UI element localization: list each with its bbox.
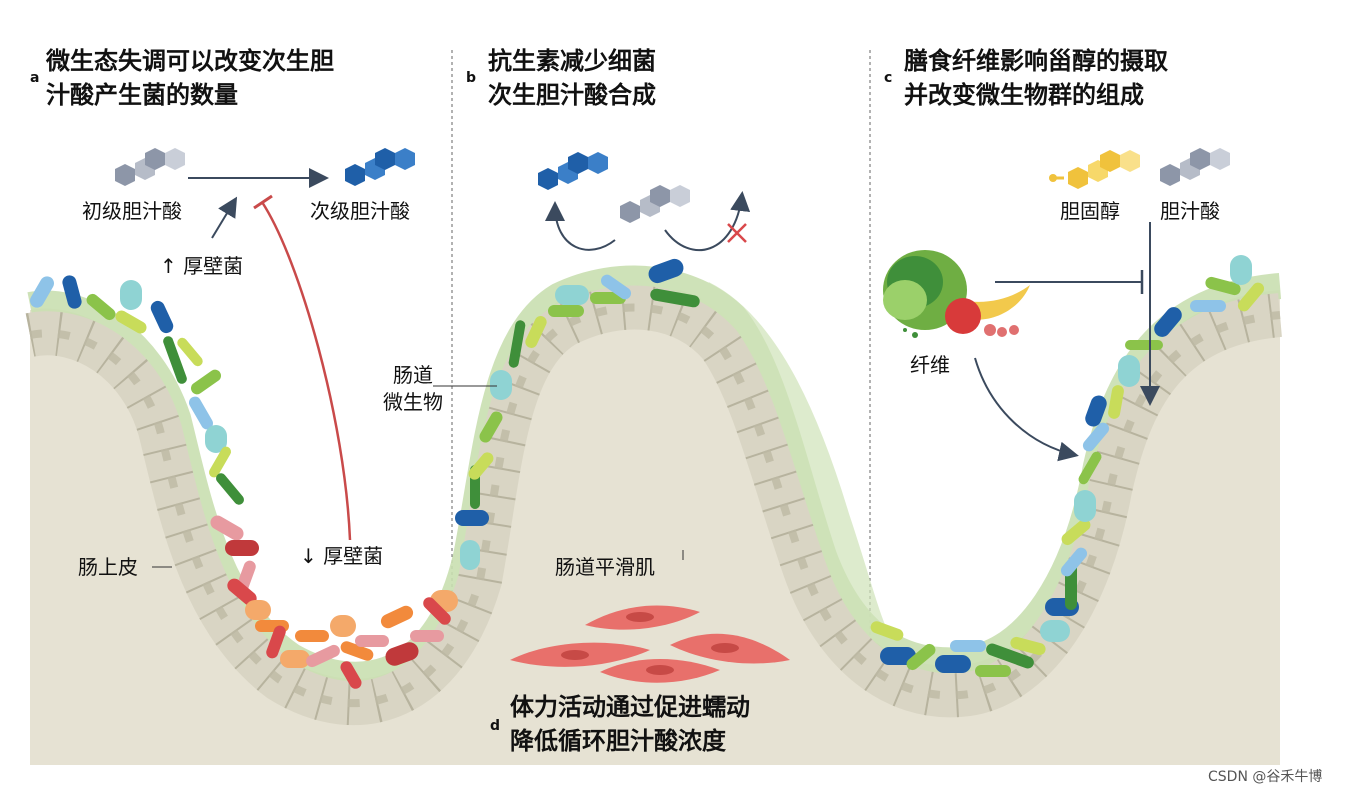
- synthesis-arrow: [545, 201, 616, 251]
- panel-a-title-line1: 微生态失调可以改变次生胆: [46, 47, 334, 75]
- epithelium-label: 肠上皮: [78, 555, 138, 579]
- panel-d-letter: d: [490, 718, 501, 734]
- panel-b-title-line1: 抗生素减少细菌: [488, 47, 656, 75]
- dietary-fiber-icon: [883, 250, 1030, 338]
- panel-c-title-line2: 并改变微生物群的组成: [904, 81, 1144, 109]
- secondary-bile-acid-icon: [345, 148, 415, 186]
- cholesterol-label: 胆固醇: [1060, 199, 1120, 223]
- microbiota-label-line1: 肠道: [393, 363, 433, 387]
- cholesterol-icon: [1049, 150, 1140, 189]
- promote-arrow: [211, 196, 238, 239]
- inhibit-line: [260, 201, 352, 541]
- fiber-label: 纤维: [910, 353, 950, 377]
- panel-a-title-line2: 汁酸产生菌的数量: [46, 81, 238, 109]
- panel-a-letter: a: [30, 70, 40, 86]
- inhibit-bar: [253, 194, 273, 210]
- blocked-arrow: [664, 191, 751, 252]
- primary-bile-acid-icon-b: [620, 185, 690, 223]
- microbiota-label-line2: 微生物: [383, 390, 443, 414]
- smooth-muscle-label: 肠道平滑肌: [555, 555, 655, 579]
- secondary-bile-acid-icon-b: [538, 152, 608, 190]
- firmicutes-decrease-label: ↓ 厚壁菌: [300, 544, 384, 568]
- panel-b-title-line2: 次生胆汁酸合成: [488, 81, 656, 109]
- epithelium-nuclei: [29, 303, 1281, 707]
- panel-c-letter: c: [884, 70, 893, 86]
- villus-fold: [690, 282, 889, 649]
- gut-bacteria: [30, 255, 1265, 689]
- smooth-muscle-cells: [510, 605, 790, 683]
- firmicutes-increase-label: ↑ 厚壁菌: [160, 254, 244, 278]
- panel-b-letter: b: [466, 70, 477, 86]
- panel-d-title-line1: 体力活动通过促进蠕动: [510, 693, 750, 721]
- primary-bile-acid-label: 初级胆汁酸: [82, 199, 182, 223]
- primary-bile-acid-icon: [115, 148, 185, 186]
- source-credit: CSDN @谷禾牛博: [1208, 769, 1323, 785]
- secondary-bile-acid-label: 次级胆汁酸: [310, 199, 410, 223]
- panel-d-title-line2: 降低循环胆汁酸浓度: [510, 727, 726, 755]
- blocked-cross-icon: [727, 223, 747, 243]
- fiber-to-microbes-arrow: [974, 357, 1079, 462]
- bile-acid-label: 胆汁酸: [1160, 199, 1220, 223]
- bile-acid-icon-c: [1160, 148, 1230, 186]
- panel-c-title-line1: 膳食纤维影响甾醇的摄取: [904, 47, 1168, 75]
